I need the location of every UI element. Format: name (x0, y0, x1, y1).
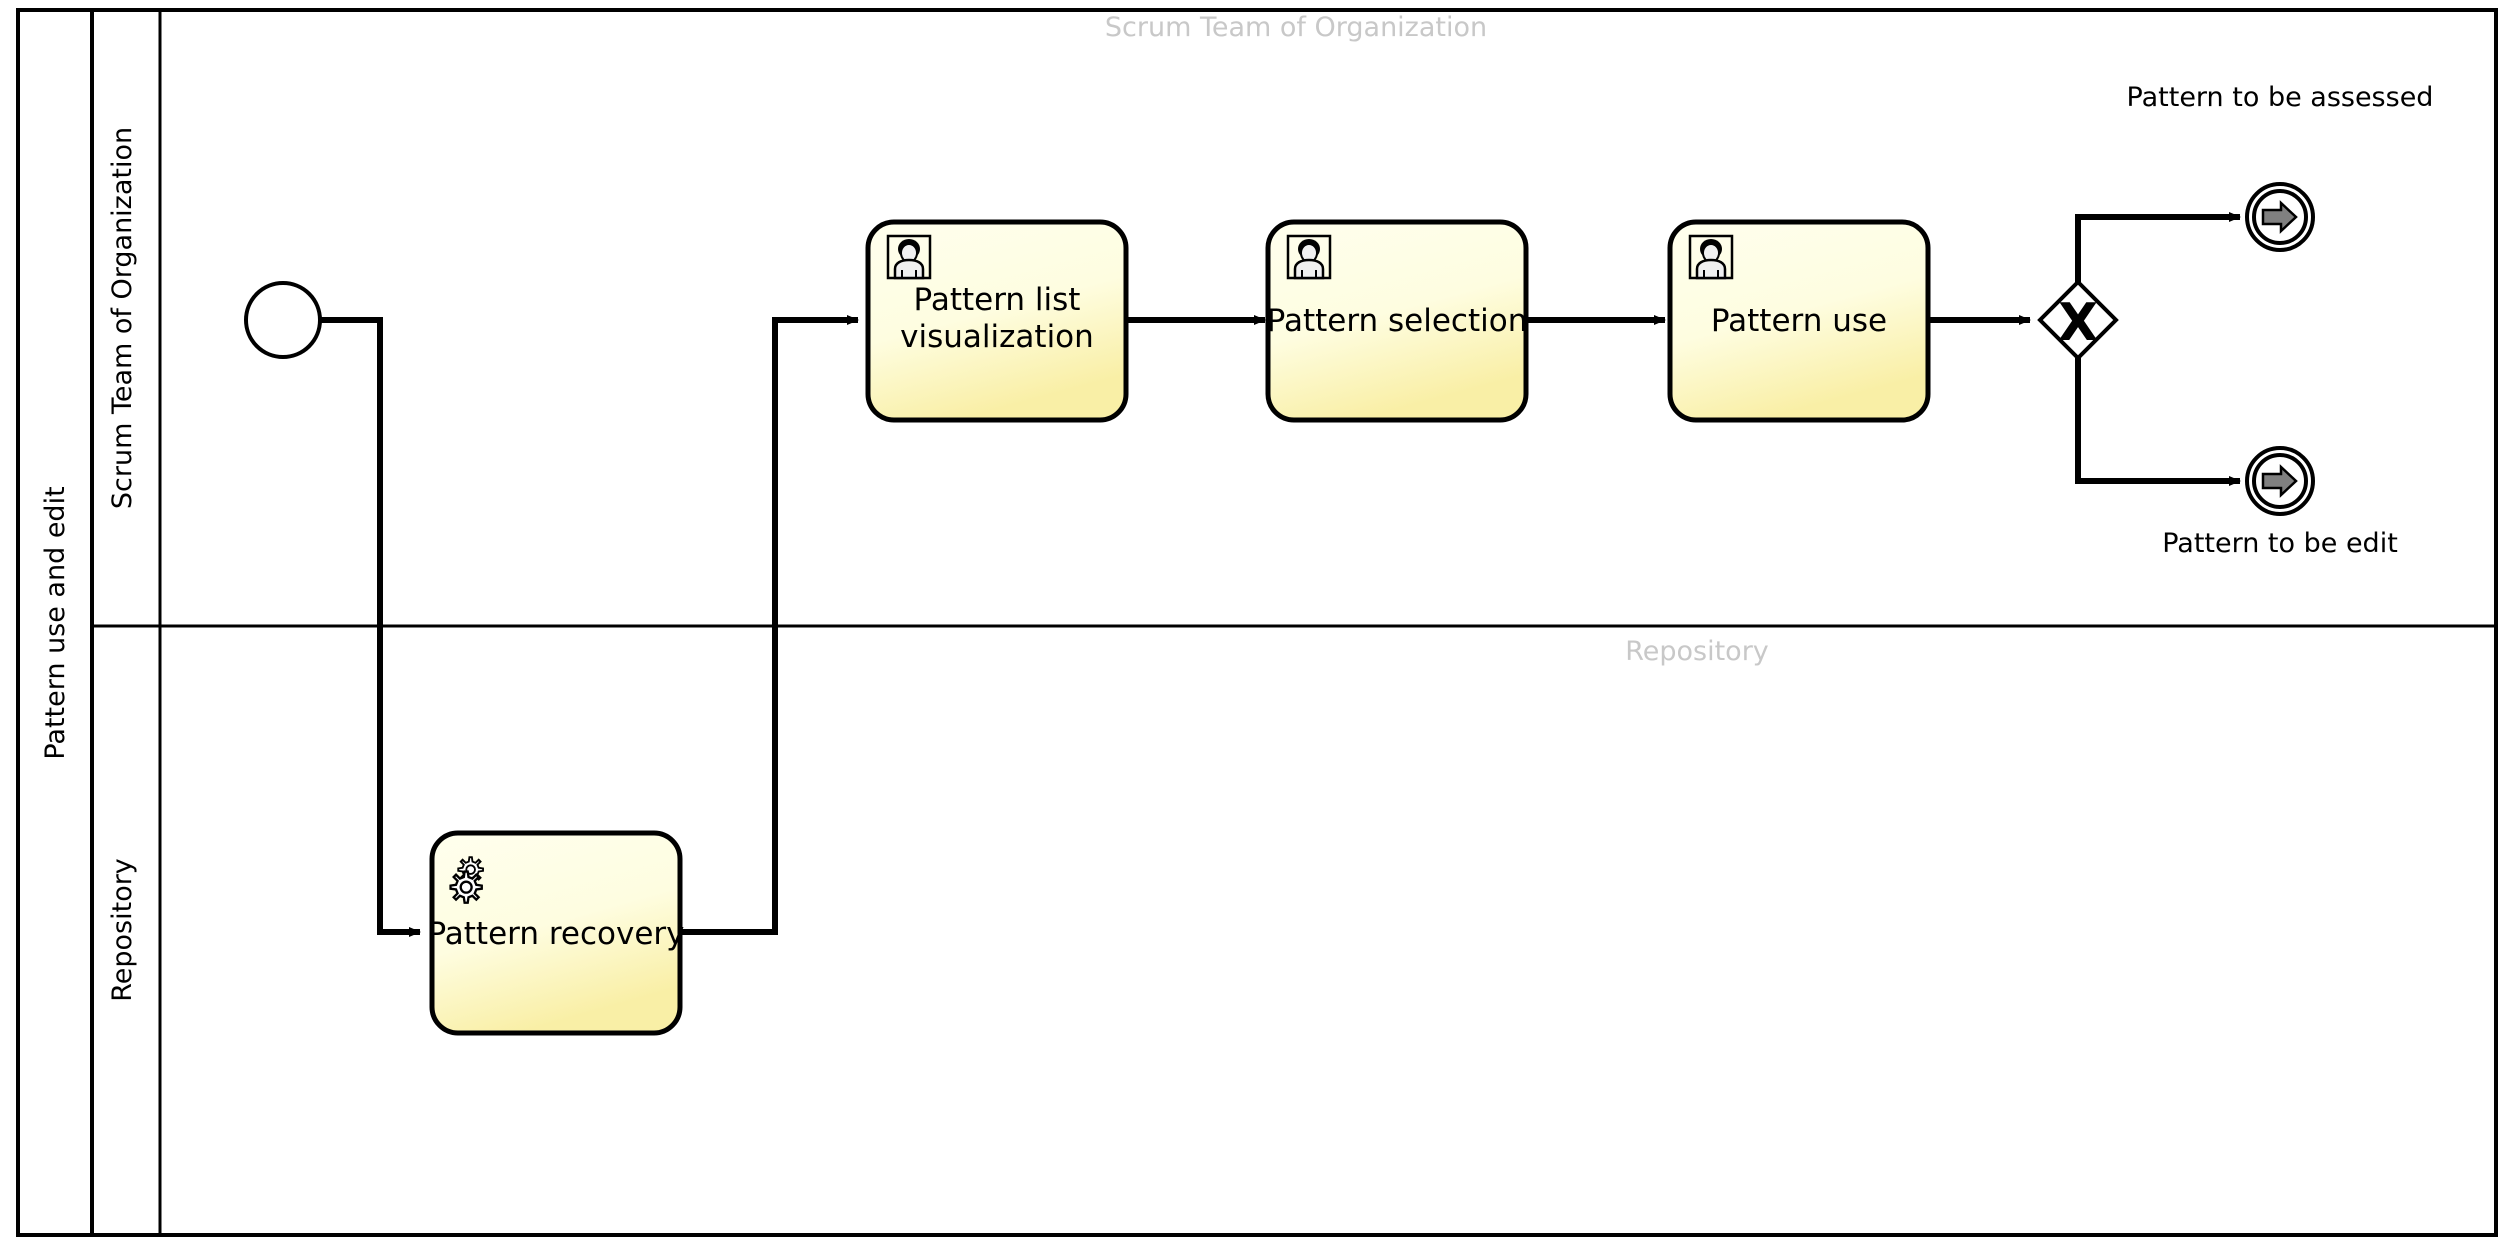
task-pattern-recovery[interactable]: Pattern recovery (427, 830, 685, 1036)
task-pattern-list-visualization[interactable]: Pattern list visualization (865, 219, 1129, 423)
end-event-assessed-label: Pattern to be assessed (2127, 82, 2434, 113)
task-label-line1: Pattern list (914, 282, 1081, 318)
lane-repository: Repository Repository (107, 636, 1769, 1002)
gateway-marker: X (2058, 293, 2098, 353)
exclusive-gateway[interactable]: X (2037, 279, 2119, 361)
start-event[interactable] (244, 281, 322, 359)
user-icon (1688, 234, 1734, 280)
lane-header-repository: Repository (1625, 636, 1769, 667)
pool-label-text: Pattern use and edit (40, 486, 71, 759)
pool-frame (16, 8, 2498, 1237)
user-icon (1286, 234, 1332, 280)
lane-label-repository: Repository (107, 858, 138, 1002)
sequence-flows (320, 212, 2241, 937)
end-event-pattern-to-be-assessed[interactable] (2245, 182, 2315, 252)
task-pattern-selection[interactable]: Pattern selection (1265, 219, 1529, 423)
task-label: Pattern recovery (427, 916, 684, 952)
flow-start-to-pattern-recovery (320, 317, 421, 937)
pool-label: Pattern use and edit (40, 486, 71, 759)
flow-pattern-recovery-to-pattern-list (678, 315, 859, 935)
task-label-line2: visualization (900, 319, 1094, 355)
gear-icon (449, 856, 484, 904)
lane-scrum-team: Scrum Team of Organization Scrum Team of… (107, 12, 1487, 509)
task-pattern-use[interactable]: Pattern use (1667, 219, 1931, 423)
link-arrow-icon (2261, 200, 2298, 234)
task-label: Pattern use (1711, 303, 1887, 339)
user-icon (886, 234, 932, 280)
task-label: Pattern selection (1267, 303, 1528, 339)
link-arrow-icon (2261, 464, 2298, 498)
lane-header-scrum-team: Scrum Team of Organization (1105, 12, 1487, 43)
lane-dividers (92, 10, 2496, 1235)
end-event-edit-label: Pattern to be edit (2162, 528, 2398, 559)
flow-gateway-to-end-assessed (2075, 212, 2241, 282)
end-event-pattern-to-be-edit[interactable] (2245, 446, 2315, 516)
lane-label-scrum-team: Scrum Team of Organization (107, 127, 138, 509)
flow-gateway-to-end-edit (2075, 358, 2241, 486)
